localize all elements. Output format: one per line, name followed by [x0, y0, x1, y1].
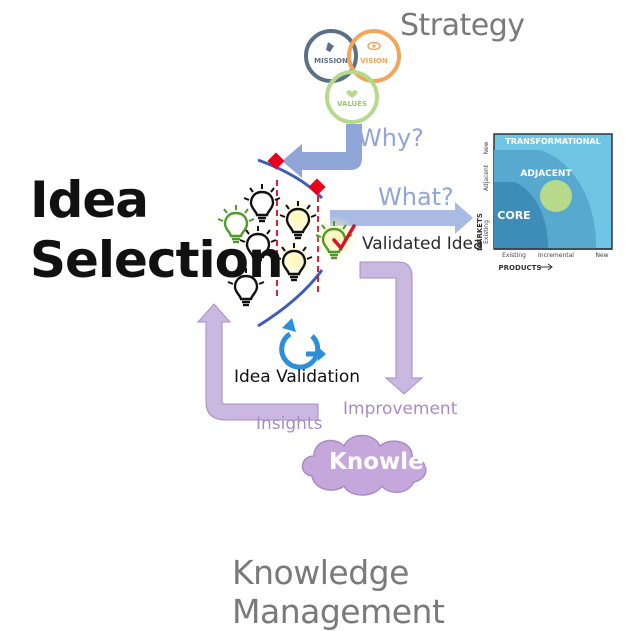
- matrix-core: [494, 182, 549, 249]
- validated-idea-label: Validated Idea: [362, 234, 484, 254]
- vision-label: VISION: [360, 57, 388, 65]
- mission-label: MISSION: [314, 57, 348, 65]
- cycle-icon: [279, 318, 326, 370]
- strategy-venn: MISSION VISION VALUES: [304, 29, 401, 124]
- what-arrow: [330, 202, 473, 234]
- diamond-marker-1: [267, 152, 285, 170]
- idea-selection-title: Idea Selection: [30, 170, 284, 290]
- idea-selection-line1: Idea: [30, 171, 149, 229]
- heart-icon: [346, 90, 358, 98]
- strategy-title: Strategy: [400, 8, 525, 43]
- check-icon: [332, 224, 356, 251]
- what-label: What?: [378, 183, 454, 211]
- idea-validation-label: Idea Validation: [234, 367, 361, 387]
- matrix-x-axis-label: PRODUCTS: [499, 264, 542, 272]
- matrix-core-label: CORE: [497, 209, 530, 222]
- values-circle: [325, 70, 379, 124]
- matrix-y-tick-existing: Existing: [483, 220, 490, 244]
- vision-circle: [347, 29, 401, 83]
- matrix-x-tick-new: New: [595, 252, 608, 259]
- values-label: VALUES: [337, 100, 367, 108]
- matrix-x-tick-existing: Existing: [502, 252, 526, 259]
- matrix-adjacent-label: ADJACENT: [520, 169, 572, 179]
- knowledge-label: Knowledge: [329, 449, 473, 475]
- diagram-canvas: MISSION VISION VALUES: [196, 29, 613, 496]
- idea-selection-line2: Selection: [30, 231, 284, 289]
- matrix-y-axis-label: MARKETS: [476, 213, 484, 251]
- diamond-marker-2: [308, 178, 326, 196]
- improvement-arrow: [359, 261, 424, 395]
- matrix-y-tick-new: New: [483, 141, 490, 154]
- why-arrow: [282, 124, 362, 178]
- knowledge-management-title: Knowledge Management: [232, 553, 445, 631]
- ansoff-matrix: TRANSFORMATIONAL ADJACENT CORE New Adjac…: [476, 133, 613, 272]
- rocket-icon: [326, 42, 334, 52]
- knowledge-cloud: [301, 434, 427, 496]
- matrix-x-tick-incremental: Incremental: [538, 252, 574, 259]
- eye-icon: [367, 41, 381, 51]
- improvement-label: Improvement: [343, 399, 458, 419]
- why-label: Why?: [358, 124, 424, 152]
- funnel-bottom-curve: [257, 269, 324, 328]
- matrix-highlight: [540, 180, 572, 212]
- insights-label: Insights: [256, 414, 323, 434]
- matrix-x-axis-arrow-icon: [540, 263, 553, 271]
- matrix-top-label: TRANSFORMATIONAL: [505, 137, 600, 146]
- insights-arrow: [196, 303, 319, 421]
- matrix-y-tick-adjacent: Adjacent: [483, 164, 490, 191]
